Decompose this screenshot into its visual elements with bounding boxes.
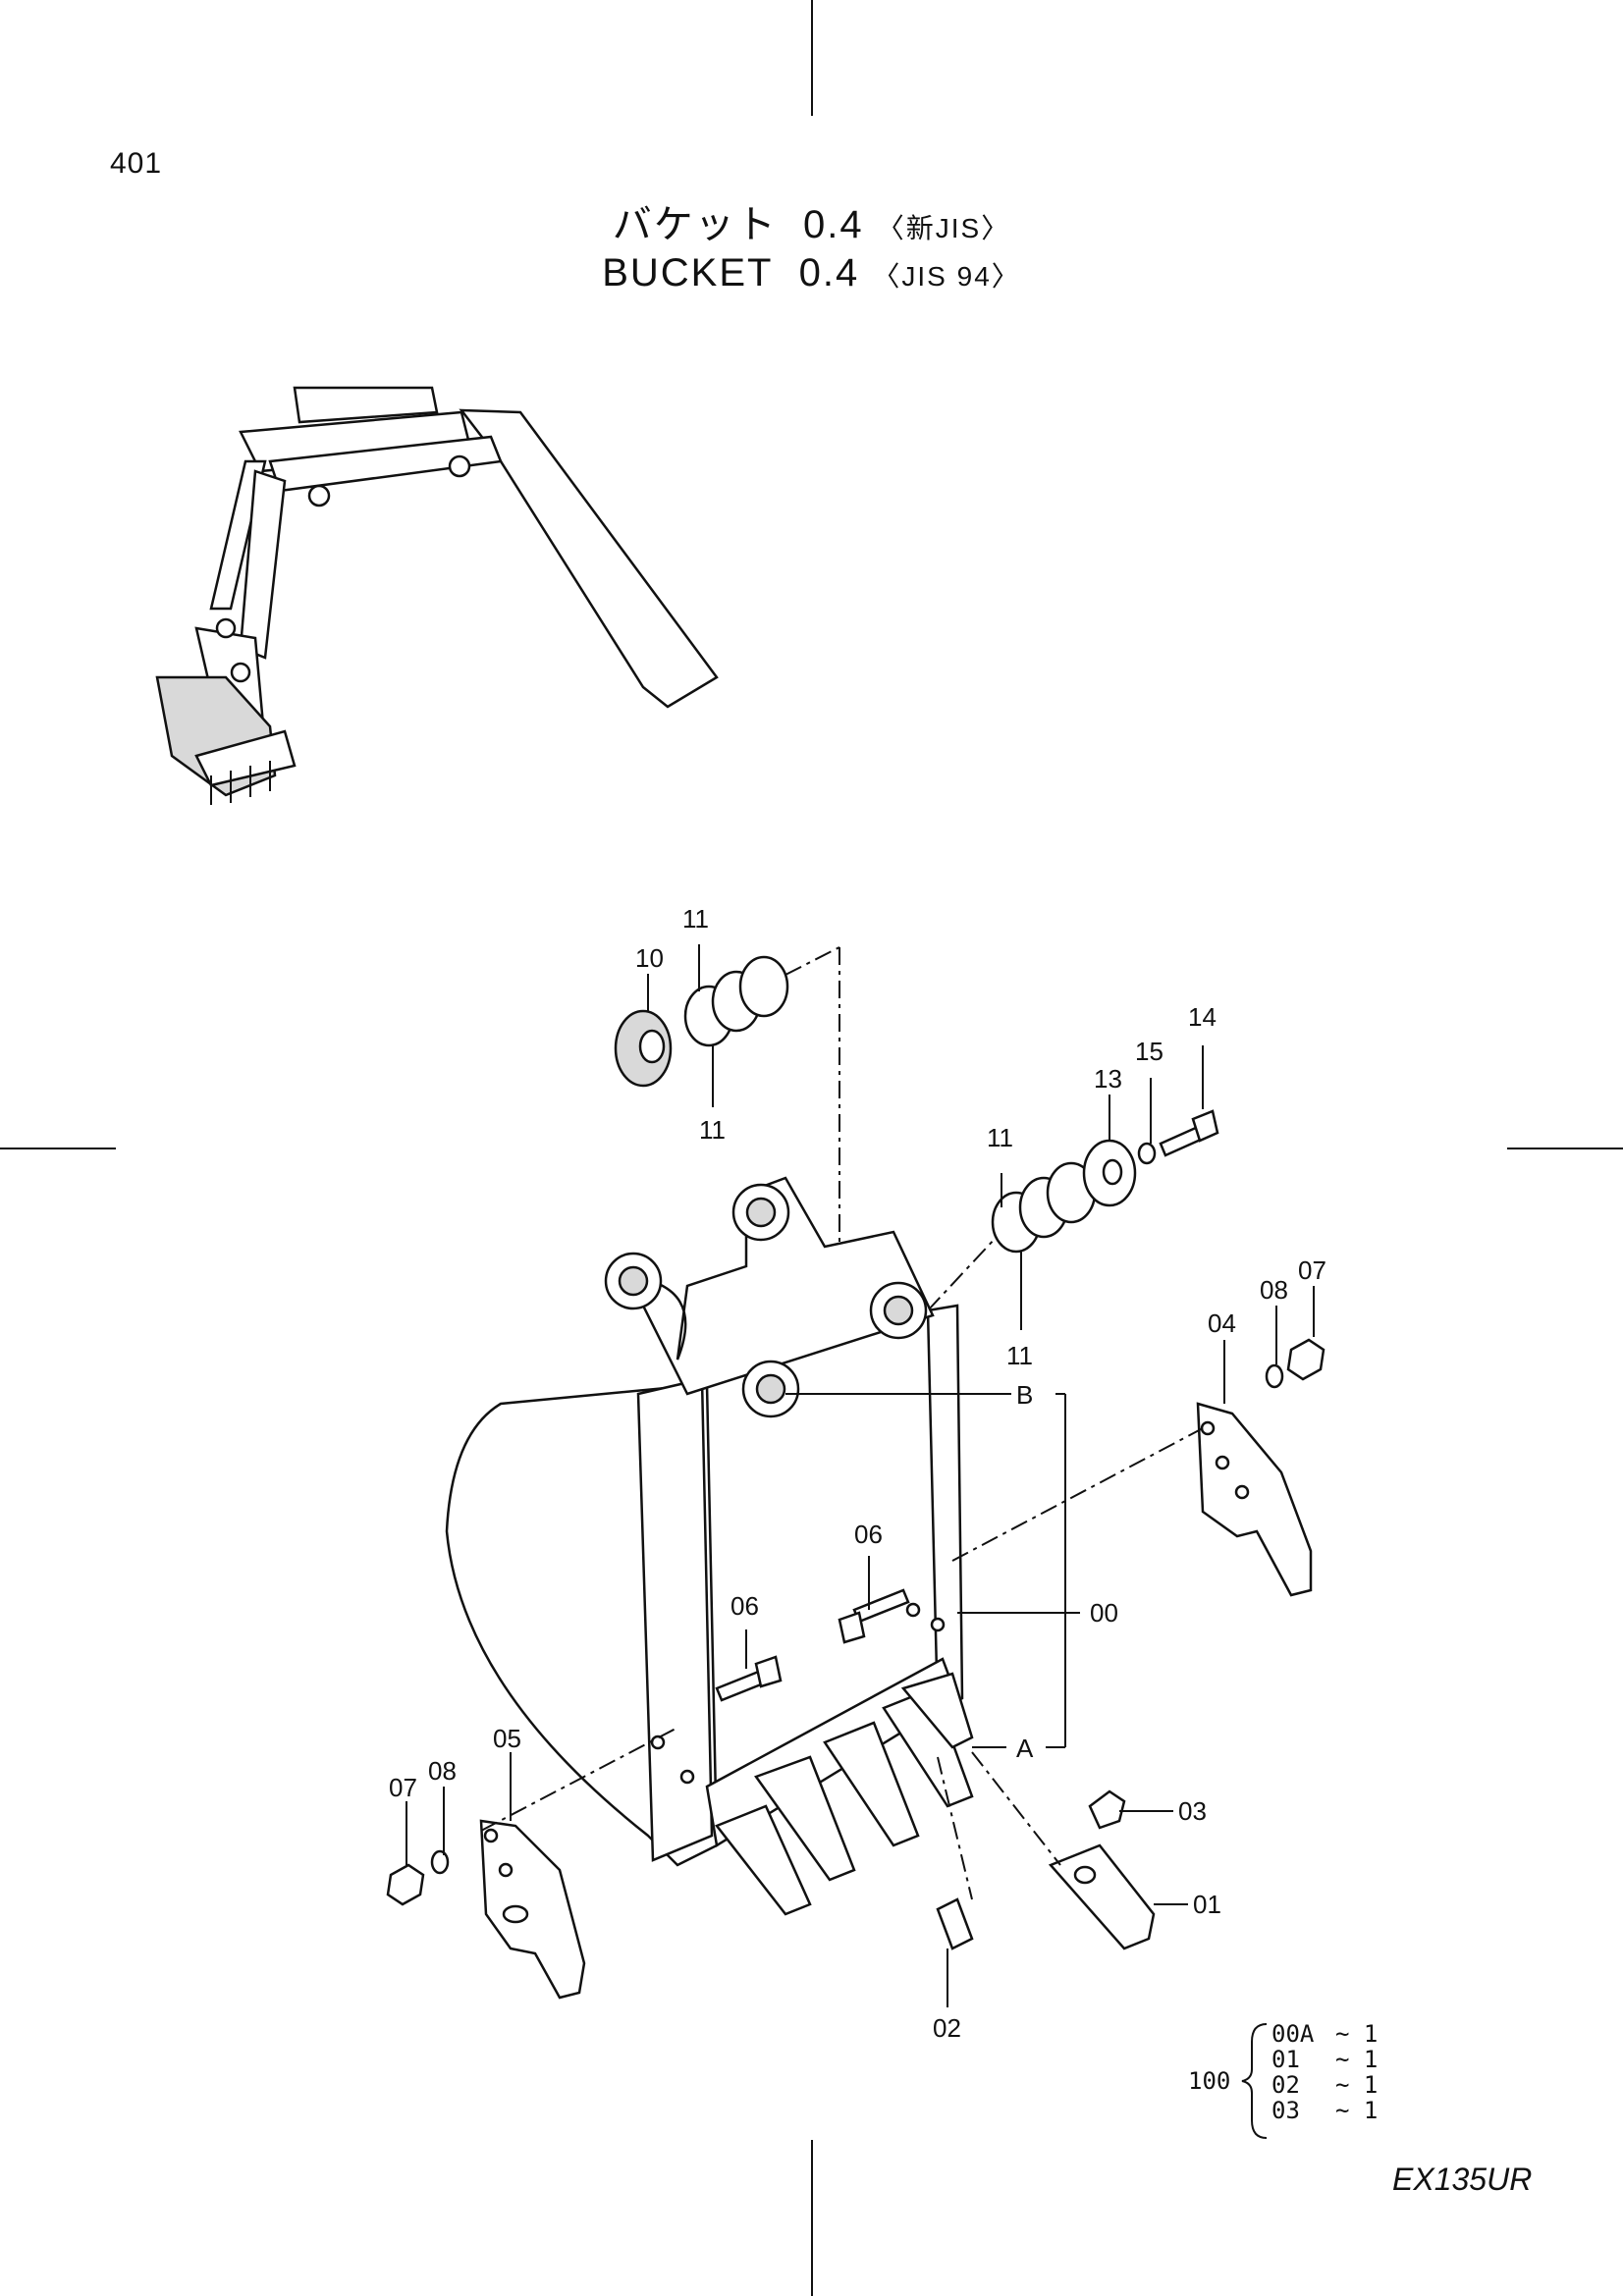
callout-07-left: 07 xyxy=(389,1773,417,1802)
callout-11-right-top: 11 xyxy=(987,1123,1013,1152)
callout-A: A xyxy=(1016,1734,1034,1763)
title-en-capacity: 0.4 xyxy=(798,251,860,294)
title-japanese: バケット 0.4 〈新JIS〉 xyxy=(0,192,1623,249)
title-en-standard: 〈JIS 94〉 xyxy=(872,261,1021,292)
callout-11-top: 11 xyxy=(682,904,709,934)
tooth-exploded xyxy=(936,1751,1156,1950)
kit-item-qty: ~ 1 xyxy=(1335,2020,1378,2048)
callout-06-left: 06 xyxy=(730,1591,759,1621)
callout-00: 00 xyxy=(1090,1598,1118,1628)
kit-list: 100 00A ~ 1 01 ~ 1 02 ~ 1 03 ~ 1 xyxy=(1188,2020,1378,2139)
callout-labels: 10 11 11 11 11 13 14 15 04 07 08 B 06 06… xyxy=(389,904,1326,2043)
title-jp-capacity: 0.4 xyxy=(803,203,864,246)
callout-05: 05 xyxy=(493,1724,521,1753)
side-cutter-left xyxy=(479,1727,678,2000)
title-jp-text: バケット xyxy=(612,203,778,246)
callout-11-right-bottom: 11 xyxy=(1006,1341,1033,1370)
pin-assembly-left xyxy=(614,946,890,1336)
callout-04: 04 xyxy=(1208,1308,1236,1338)
callout-08-right: 08 xyxy=(1260,1275,1288,1305)
excavator-arm-overview xyxy=(155,386,719,805)
model-code: EX135UR xyxy=(1392,2162,1533,2197)
kit-item-part: 01 xyxy=(1271,2046,1300,2073)
callout-02: 02 xyxy=(933,2013,961,2043)
kit-item-qty: ~ 1 xyxy=(1335,2046,1378,2073)
pin-assembly-right xyxy=(927,1109,1219,1311)
callout-08-left: 08 xyxy=(428,1756,457,1786)
fasteners xyxy=(386,1338,1325,1906)
leader-lines xyxy=(406,944,1315,2007)
callout-15: 15 xyxy=(1135,1037,1163,1066)
callout-01: 01 xyxy=(1193,1890,1221,1919)
kit-item-part: 02 xyxy=(1271,2071,1300,2099)
callout-06-right: 06 xyxy=(854,1520,883,1549)
page-number: 401 xyxy=(110,147,163,180)
callout-11-lower-left: 11 xyxy=(699,1115,726,1145)
kit-item-qty: ~ 1 xyxy=(1335,2097,1378,2124)
kit-item-part: 00A xyxy=(1271,2020,1315,2048)
title-jp-standard: 〈新JIS〉 xyxy=(876,213,1011,243)
callout-14: 14 xyxy=(1188,1002,1217,1032)
kit-label: 100 xyxy=(1188,2067,1230,2095)
callout-10: 10 xyxy=(635,943,664,973)
callout-07-right: 07 xyxy=(1298,1255,1326,1285)
title-en-text: BUCKET xyxy=(602,251,774,294)
callout-03: 03 xyxy=(1178,1796,1207,1826)
side-cutter-right xyxy=(951,1402,1313,1597)
callout-13: 13 xyxy=(1094,1064,1122,1094)
kit-item-qty: ~ 1 xyxy=(1335,2071,1378,2099)
kit-item-part: 03 xyxy=(1271,2097,1300,2124)
callout-B: B xyxy=(1016,1380,1033,1410)
title-english: BUCKET 0.4 〈JIS 94〉 xyxy=(0,251,1623,295)
bucket-teeth xyxy=(714,1672,974,1916)
